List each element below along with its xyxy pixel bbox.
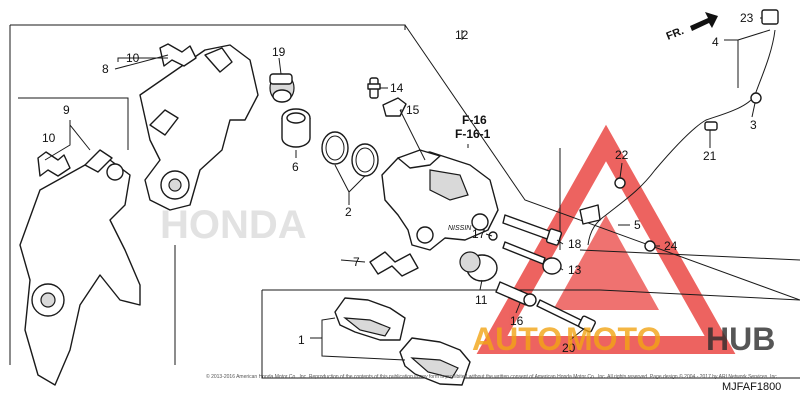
arrow-icon: [690, 12, 718, 31]
callout-23: 23: [740, 11, 754, 25]
pad-spring: [369, 251, 419, 277]
callout-21: 21: [703, 149, 717, 163]
ghost-brand-watermark: HONDA: [160, 203, 307, 247]
callout-18: 18: [568, 237, 582, 251]
leader-lines: [44, 17, 771, 361]
caliper-bracket-upper: [139, 44, 259, 211]
abs-sensor-harness: [579, 9, 779, 252]
callout-15: 15: [406, 103, 420, 117]
watermark-moto: MOTO: [566, 321, 661, 357]
callout-2: 2: [345, 205, 352, 219]
callout-22: 22: [615, 148, 629, 162]
callout-8: 8: [102, 62, 109, 76]
front-direction-indicator: FR.: [665, 12, 718, 43]
callouts: 1 2 3 4 5 6 7 8 9 10 10 11 12 13 14 15 1…: [42, 11, 757, 355]
pad-retainer-lower: [37, 151, 71, 177]
sleeve-16: [495, 281, 537, 307]
watermark-hub: HUB: [706, 321, 775, 357]
caliper-brand-mark: NISSIN: [448, 225, 472, 232]
callout-6: 6: [292, 160, 299, 174]
callout-4: 4: [712, 35, 719, 49]
callout-12: 12: [455, 28, 469, 42]
callout-1: 1: [298, 333, 305, 347]
mounting-bolt-20: [536, 299, 596, 333]
callout-10-upper: 10: [126, 51, 140, 65]
reference-labels: F-16 F-16-1: [455, 113, 491, 141]
callout-5: 5: [634, 218, 641, 232]
callout-19: 19: [272, 45, 286, 59]
caliper-bracket-lower: [19, 149, 141, 386]
reference-f16-1: F-16-1: [455, 127, 491, 141]
callout-7: 7: [353, 255, 360, 269]
watermark-wordmark: AUTO MOTO HUB: [472, 321, 775, 357]
callout-13: 13: [568, 263, 582, 277]
watermark-logo: [476, 124, 736, 354]
callout-14: 14: [390, 81, 404, 95]
bleeder-cap: [382, 97, 407, 117]
callout-3: 3: [750, 118, 757, 132]
copyright-notice: © 2013-2016 American Honda Motor Co., In…: [206, 373, 778, 380]
callout-16: 16: [510, 314, 524, 328]
reference-f16: F-16: [462, 113, 487, 127]
piston-seal-set: [321, 131, 379, 177]
callout-9: 9: [63, 103, 70, 117]
callout-17: 17: [472, 227, 486, 241]
bleeder-screw: [367, 77, 381, 99]
pad-retainer-upper: [159, 43, 197, 67]
callout-20: 20: [562, 341, 576, 355]
caliper-body: NISSIN: [381, 149, 499, 251]
callout-24: 24: [664, 239, 678, 253]
watermark-auto: AUTO: [472, 321, 562, 357]
slide-boot-13: [459, 251, 498, 282]
callout-11: 11: [475, 293, 488, 307]
diagram-code: MJFAF1800: [722, 381, 781, 393]
assembly-boundary-lines: [9, 24, 800, 379]
front-direction-label: FR.: [665, 25, 686, 43]
slide-pin: [502, 241, 562, 275]
piston: [281, 108, 311, 148]
boot: [269, 73, 295, 103]
small-clip-17: [488, 231, 498, 241]
callout-10-lower: 10: [42, 131, 56, 145]
brake-pad-set: [334, 297, 471, 386]
